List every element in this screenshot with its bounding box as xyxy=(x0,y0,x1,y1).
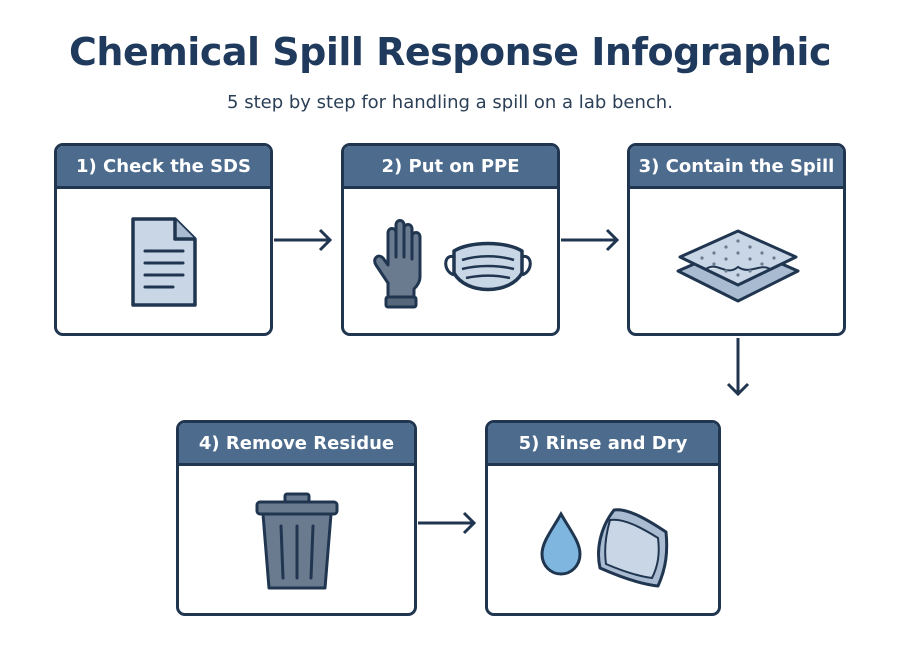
step-card-4: 4) Remove Residue xyxy=(176,420,417,616)
glove-icon xyxy=(373,219,422,309)
step-card-1: 1) Check the SDS xyxy=(54,143,273,336)
step-card-3: 3) Contain the Spill xyxy=(627,143,846,336)
step-title: 3) Contain the Spill xyxy=(630,146,843,189)
arrow-right-icon xyxy=(274,228,333,252)
face-mask-icon xyxy=(444,241,532,292)
arrow-down-icon xyxy=(726,338,750,397)
step-title: 4) Remove Residue xyxy=(179,423,414,466)
absorbent-pad-icon xyxy=(676,229,800,303)
document-icon xyxy=(131,217,197,307)
arrow-right-icon xyxy=(418,511,477,535)
page-title: Chemical Spill Response Infographic xyxy=(69,30,831,74)
step-title: 1) Check the SDS xyxy=(57,146,270,189)
step-card-2: 2) Put on PPE xyxy=(341,143,560,336)
page-subtitle: 5 step by step for handling a spill on a… xyxy=(227,92,673,113)
water-drop-icon xyxy=(540,510,582,576)
step-title: 5) Rinse and Dry xyxy=(488,423,718,466)
arrow-right-icon xyxy=(561,228,620,252)
trash-can-icon xyxy=(255,492,339,590)
step-card-5: 5) Rinse and Dry xyxy=(485,420,721,616)
cloth-icon xyxy=(597,508,669,588)
step-title: 2) Put on PPE xyxy=(344,146,557,189)
